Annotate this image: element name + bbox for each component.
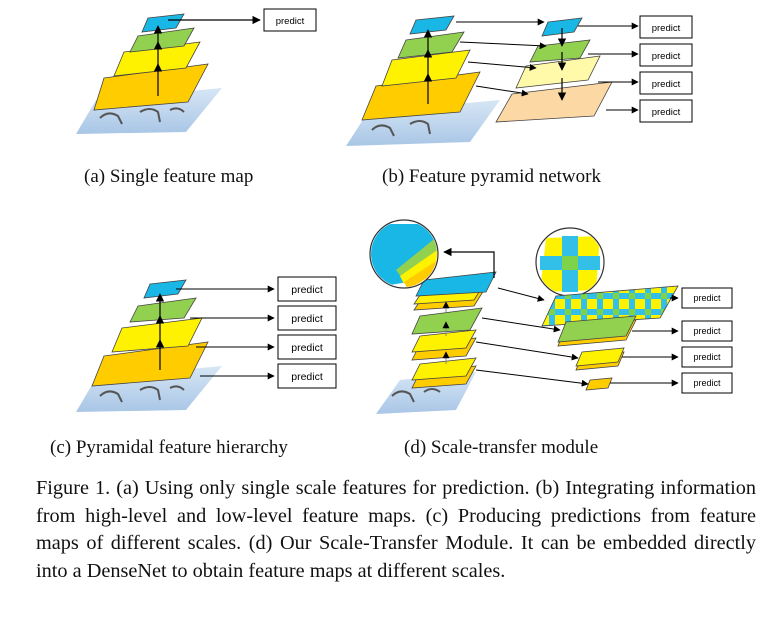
feature-map-layer <box>575 347 625 367</box>
predict-box: predict <box>681 287 733 309</box>
subfigure-caption-c: (c) Pyramidal feature hierarchy <box>50 437 288 458</box>
svg-text:predict: predict <box>652 51 681 62</box>
figure-caption: Figure 1. (a) Using only single scale fe… <box>36 475 756 585</box>
subfigure-caption-b: (b) Feature pyramid network <box>382 166 601 187</box>
svg-text:predict: predict <box>652 23 681 34</box>
predict-box: predict <box>681 346 733 368</box>
predict-box: predict <box>277 334 337 360</box>
feature-map-layer <box>415 271 497 297</box>
feature-map-layer <box>111 317 203 353</box>
feature-map-layer <box>397 31 465 59</box>
feature-map-layer <box>129 297 197 323</box>
svg-text:predict: predict <box>652 107 681 118</box>
figure: predict predict predict predict <box>50 8 733 458</box>
subfigure-b: predict predict predict predict <box>346 15 693 146</box>
predict-box: predict <box>277 363 337 389</box>
feature-map-layer <box>411 307 483 335</box>
transfer-arrow <box>475 369 589 387</box>
zoom-inset <box>369 219 439 289</box>
lateral-arrow <box>475 85 529 97</box>
transfer-arrow <box>497 287 545 302</box>
predict-box: predict <box>681 372 733 394</box>
svg-text:predict: predict <box>291 284 323 296</box>
svg-text:predict: predict <box>291 313 323 325</box>
lateral-arrow <box>459 41 547 50</box>
subfigure-a: predict <box>76 8 317 134</box>
predict-box: predict <box>681 320 733 342</box>
feature-map-layer <box>409 15 455 35</box>
feature-map-layer <box>541 17 583 37</box>
predict-box: predict <box>639 71 693 95</box>
figure-caption-text: Figure 1. (a) Using only single scale fe… <box>36 477 756 582</box>
subfigure-c: predict predict predict predict <box>76 276 337 412</box>
zoom-inset <box>535 227 605 297</box>
feature-map-layer <box>141 13 185 33</box>
svg-text:predict: predict <box>291 371 323 383</box>
feature-map-layer <box>411 329 477 353</box>
feature-map-layer <box>585 377 613 391</box>
lateral-arrow <box>467 61 537 71</box>
feature-map-layer <box>381 49 471 87</box>
svg-text:predict: predict <box>693 326 721 336</box>
feature-map-layer <box>411 357 477 381</box>
predict-box: predict <box>277 276 337 302</box>
feature-map-layer <box>143 279 187 299</box>
svg-text:predict: predict <box>276 16 305 27</box>
svg-text:predict: predict <box>693 378 721 388</box>
feedback-arrow <box>443 247 495 278</box>
subfigure-caption-a: (a) Single feature map <box>84 166 254 187</box>
predict-box: predict <box>263 8 317 32</box>
svg-text:predict: predict <box>693 352 721 362</box>
transfer-arrow <box>475 341 579 361</box>
predict-box: predict <box>277 305 337 331</box>
svg-text:predict: predict <box>652 79 681 90</box>
predict-box: predict <box>639 99 693 123</box>
predict-box: predict <box>639 15 693 39</box>
subfigure-d: predict predict predict predict <box>369 219 733 414</box>
svg-text:predict: predict <box>291 342 323 354</box>
transfer-arrow <box>481 317 561 333</box>
feature-map-layer <box>557 315 637 343</box>
feature-map-layer <box>129 27 195 53</box>
svg-text:predict: predict <box>693 293 721 303</box>
feature-map-layer <box>495 81 613 123</box>
feature-map-layer <box>515 55 601 89</box>
feature-map-layer <box>541 285 679 327</box>
predict-box: predict <box>639 43 693 67</box>
subfigure-caption-d: (d) Scale-transfer module <box>404 437 599 458</box>
